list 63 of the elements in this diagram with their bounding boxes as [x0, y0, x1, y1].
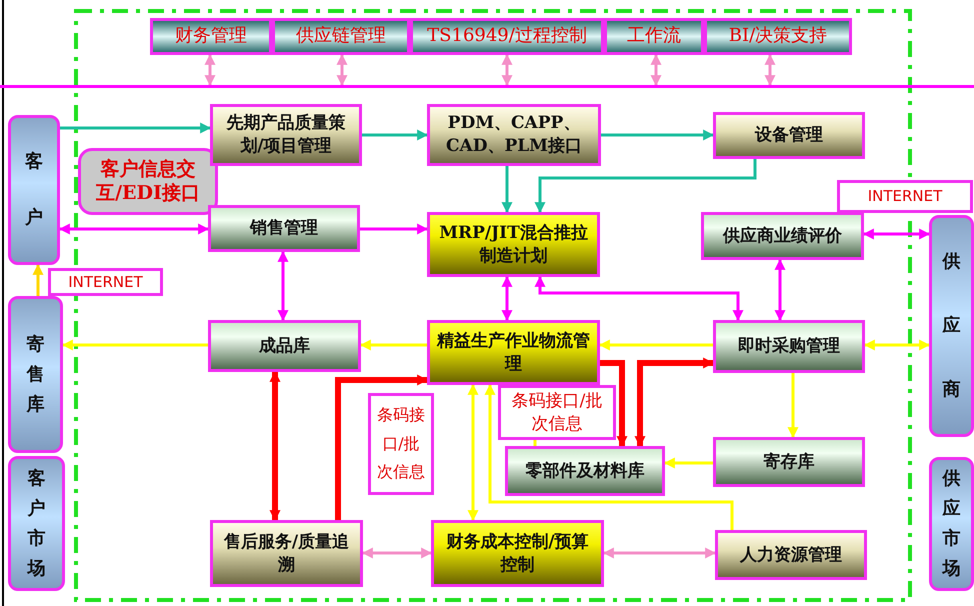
process-box: MRP/JIT混合推拉制造计划 — [427, 212, 600, 277]
arrow — [362, 130, 428, 140]
process-box: 设备管理 — [713, 112, 865, 159]
module-tab: 财务管理 — [150, 18, 272, 55]
arrow — [598, 340, 713, 350]
arrow — [32, 264, 44, 296]
process-box: 成品库 — [208, 320, 361, 372]
side-bar: 供应市场 — [929, 457, 974, 591]
arrow — [650, 54, 662, 86]
side-bar: 客户 — [8, 115, 60, 265]
arrow — [502, 276, 512, 322]
process-box: 财务成本控制/预算控制 — [431, 520, 604, 587]
interface-note: 条码接口/批次信息 — [368, 393, 434, 495]
arrow — [62, 340, 208, 350]
arrow — [60, 122, 212, 134]
arrow — [534, 276, 744, 322]
arrow — [862, 228, 930, 240]
process-box: 零部件及材料库 — [505, 446, 665, 496]
arrow — [602, 548, 716, 558]
interface-note: 客户信息交互/EDI接口 — [78, 148, 218, 215]
process-box: 寄存库 — [713, 437, 865, 487]
process-box: 即时采购管理 — [713, 320, 865, 373]
process-box: 精益生产作业物流管理 — [427, 320, 600, 385]
network-label-box: INTERNET — [837, 180, 973, 213]
process-box: 人力资源管理 — [715, 530, 867, 580]
connector-line — [534, 440, 536, 446]
arrow — [502, 54, 512, 86]
arrow — [764, 54, 776, 86]
arrow — [270, 370, 280, 522]
process-box: 先期产品质量策划/项目管理 — [210, 104, 362, 166]
arrow — [484, 384, 734, 530]
side-bar: 客户市场 — [8, 456, 65, 591]
arrow — [335, 374, 428, 520]
arrow — [336, 54, 348, 86]
arrow — [502, 166, 512, 214]
arrow — [58, 224, 210, 234]
arrow — [278, 250, 288, 322]
process-box: 供应商业绩评价 — [701, 212, 864, 260]
module-tab: 供应链管理 — [272, 18, 410, 55]
side-bar: 供应商 — [929, 215, 974, 437]
arrow — [788, 373, 798, 438]
arrow — [204, 54, 216, 86]
arrow — [360, 340, 427, 350]
process-box: 售后服务/质量追溯 — [210, 520, 363, 587]
arrow — [362, 548, 432, 558]
arrow — [534, 159, 756, 214]
arrow — [601, 130, 714, 140]
process-box: PDM、CAPP、CAD、PLM接口 — [427, 104, 601, 166]
interface-note: 条码接口/批次信息 — [498, 385, 616, 440]
network-label-box: INTERNET — [48, 268, 163, 296]
process-box: 销售管理 — [208, 205, 360, 252]
module-tab: BI/决策支持 — [704, 18, 852, 55]
side-bar: 寄售库 — [8, 296, 63, 453]
arrow — [774, 258, 786, 322]
arrow — [664, 458, 713, 468]
module-tab: 工作流 — [604, 18, 704, 55]
arrow — [360, 224, 428, 234]
module-tab: TS16949/过程控制 — [410, 18, 604, 55]
arrow — [468, 384, 478, 522]
arrow — [634, 358, 714, 448]
arrow — [600, 360, 628, 448]
bus-line — [0, 85, 974, 88]
arrow — [864, 340, 930, 350]
